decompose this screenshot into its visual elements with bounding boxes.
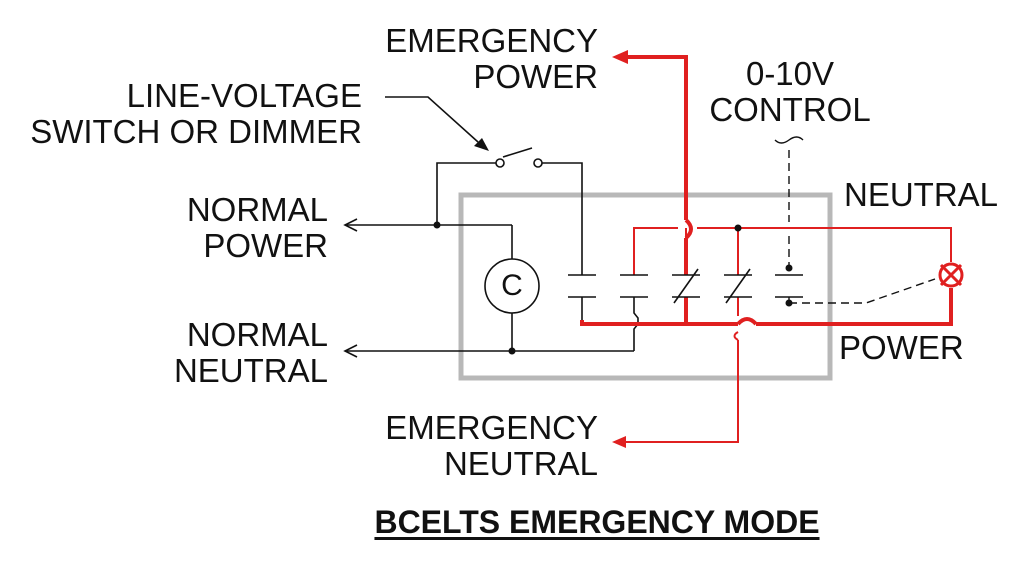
junction-dot [734,224,742,232]
switch-terminal-left [495,158,505,168]
relay-coil [484,258,540,314]
junction-dot [508,347,516,355]
normal-neutral-label: NORMAL NEUTRAL [173,316,328,389]
junction-dot [433,221,441,229]
emergency-power-label: EMERGENCY POWER [385,22,598,95]
normal-wiring [345,96,639,352]
switch-label: LINE-VOLTAGE SWITCH OR DIMMER [30,77,362,150]
contact-dimming [775,274,803,298]
switch-blade [502,147,533,158]
contact-normal-neutral [620,274,648,298]
light-fixture-icon [938,262,964,288]
junction-dot [785,264,793,272]
emergency-power-wire [623,55,688,220]
emergency-power-arrowhead [612,50,628,64]
diagram-title: BCELTS EMERGENCY MODE [374,504,820,540]
emergency-neutral-arrowhead [612,436,626,448]
control-label: 0-10V CONTROL [709,55,871,128]
relay-enclosure [458,192,833,381]
switch-terminal-right [533,158,543,168]
contact-emergency-neutral [724,268,752,304]
dimming-control-wiring [788,150,936,304]
contact-emergency-power [672,268,700,304]
normal-power-label: NORMAL POWER [186,191,328,264]
emergency-wiring [580,55,953,443]
junction-dot [785,299,793,307]
contact-normal-power [568,274,596,298]
switch-loop-wire [436,162,497,225]
neutral-label: NEUTRAL [844,176,999,213]
switch-leader-arrowhead [474,138,489,151]
switched-leg-wire [541,162,583,275]
power-label: POWER [839,329,964,366]
fixture-neutral-wire [697,227,952,262]
contact-2-neutral-lead [633,297,639,351]
relay-contacts [568,268,803,304]
normal-neutral-arrowhead [343,344,358,358]
emergency-neutral-label: EMERGENCY NEUTRAL [385,409,598,482]
switch-leader-line [385,96,479,143]
control-break-mark [774,136,804,144]
emergency-power-hop [684,218,693,240]
emergency-power-bus [580,320,738,326]
coil-label: C [501,269,523,302]
normal-power-arrowhead [343,218,358,232]
fixture-power-wire [756,288,953,326]
